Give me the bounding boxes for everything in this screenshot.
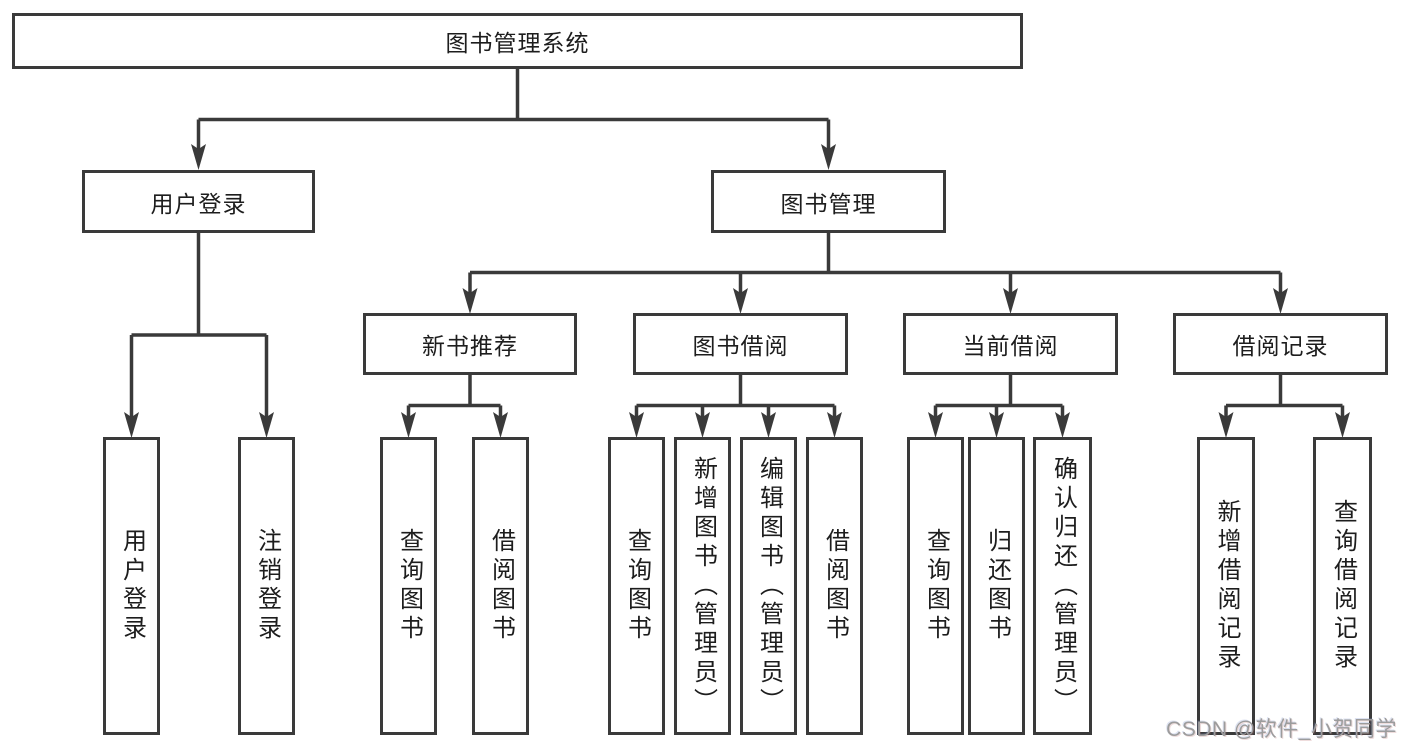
- leaf-query-books-current: 查询图书: [907, 437, 964, 735]
- leaf-query-books-borrow: 查询图书: [608, 437, 665, 735]
- arrow-icon: [493, 412, 508, 438]
- leaf-add-book-admin: 新增图书（管理员）: [674, 437, 731, 735]
- leaf-borrow-books: 借阅图书: [806, 437, 863, 735]
- node-current-borrow: 当前借阅: [903, 313, 1118, 375]
- arrow-icon: [827, 412, 842, 438]
- arrow-icon: [401, 412, 416, 438]
- leaf-confirm-return-admin: 确认归还（管理员）: [1033, 437, 1092, 735]
- arrow-icon: [1273, 288, 1288, 314]
- node-book-management: 图书管理: [711, 170, 946, 233]
- node-borrow-records: 借阅记录: [1173, 313, 1388, 375]
- watermark: CSDN @软件_小贺同学: [1166, 718, 1397, 741]
- node-root-system: 图书管理系统: [12, 13, 1023, 69]
- arrow-icon: [761, 412, 776, 438]
- arrow-icon: [928, 412, 943, 438]
- arrow-icon: [695, 412, 710, 438]
- leaf-edit-book-admin: 编辑图书（管理员）: [740, 437, 797, 735]
- leaf-add-borrow-record: 新增借阅记录: [1197, 437, 1255, 735]
- arrow-icon: [124, 412, 139, 438]
- arrow-icon: [1218, 412, 1234, 438]
- arrow-icon: [821, 144, 836, 170]
- leaf-query-borrow-record: 查询借阅记录: [1313, 437, 1372, 735]
- node-new-book-recommend: 新书推荐: [363, 313, 577, 375]
- arrow-icon: [1003, 288, 1018, 314]
- leaf-user-login: 用户登录: [103, 437, 160, 735]
- leaf-query-books-recommend: 查询图书: [380, 437, 437, 735]
- node-book-borrow: 图书借阅: [633, 313, 848, 375]
- arrow-icon: [259, 412, 274, 438]
- arrow-icon: [191, 144, 206, 170]
- arrow-icon: [733, 288, 748, 314]
- arrow-icon: [989, 412, 1004, 438]
- leaf-borrow-books-recommend: 借阅图书: [472, 437, 529, 735]
- arrow-icon: [629, 412, 644, 438]
- arrow-icon: [1055, 412, 1070, 438]
- node-user-login: 用户登录: [82, 170, 315, 233]
- leaf-return-book: 归还图书: [968, 437, 1025, 735]
- arrow-icon: [462, 288, 478, 314]
- leaf-logout: 注销登录: [238, 437, 295, 735]
- arrow-icon: [1335, 412, 1350, 438]
